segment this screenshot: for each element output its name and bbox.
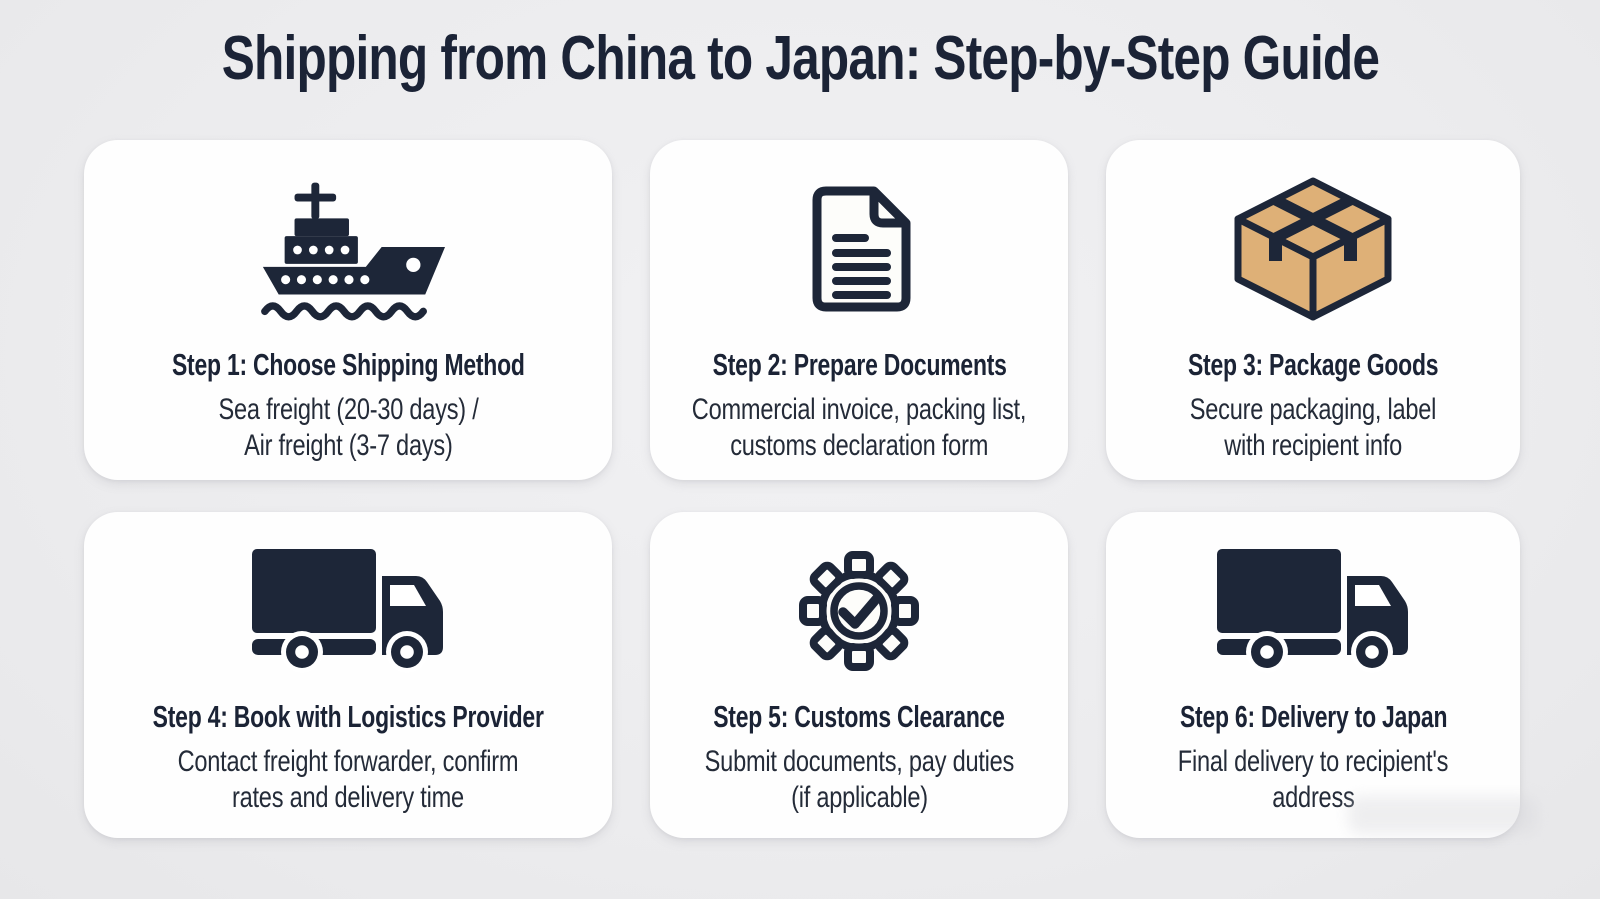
ship-icon (249, 158, 447, 340)
step-description: Commercial invoice, packing list, custom… (692, 393, 1027, 462)
watermark-smudge (1348, 796, 1538, 834)
step-title: Step 5: Customs Clearance (713, 699, 1006, 734)
step-description: Submit documents, pay duties (if applica… (704, 745, 1015, 814)
truck-icon (1209, 530, 1417, 692)
card-step-5: Step 5: Customs Clearance Submit documen… (650, 512, 1069, 838)
card-step-1: Step 1: Choose Shipping Method Sea freig… (84, 140, 613, 480)
page-title: Shipping from China to Japan: Step-by-St… (221, 24, 1379, 93)
truck-icon (244, 530, 452, 692)
step-title: Step 6: Delivery to Japan (1179, 699, 1448, 734)
step-title: Step 1: Choose Shipping Method (171, 347, 525, 382)
card-step-4: Step 4: Book with Logistics Provider Con… (84, 512, 613, 838)
document-icon (803, 158, 915, 340)
package-box-icon (1227, 158, 1399, 340)
steps-grid: Step 1: Choose Shipping Method Sea freig… (84, 140, 1520, 838)
step-title: Step 3: Package Goods (1188, 347, 1439, 382)
step-description: Contact freight forwarder, confirm rates… (177, 745, 519, 814)
gear-check-icon (798, 530, 920, 692)
card-step-6: Step 6: Delivery to Japan Final delivery… (1106, 512, 1520, 838)
step-description: Secure packaging, label with recipient i… (1189, 393, 1437, 462)
card-step-2: Step 2: Prepare Documents Commercial inv… (650, 140, 1069, 480)
step-description: Final delivery to recipient's address (1177, 745, 1449, 814)
step-title: Step 2: Prepare Documents (712, 347, 1007, 382)
card-step-3: Step 3: Package Goods Secure packaging, … (1106, 140, 1520, 480)
step-description: Sea freight (20-30 days) / Air freight (… (218, 393, 479, 462)
step-title: Step 4: Book with Logistics Provider (152, 699, 544, 734)
